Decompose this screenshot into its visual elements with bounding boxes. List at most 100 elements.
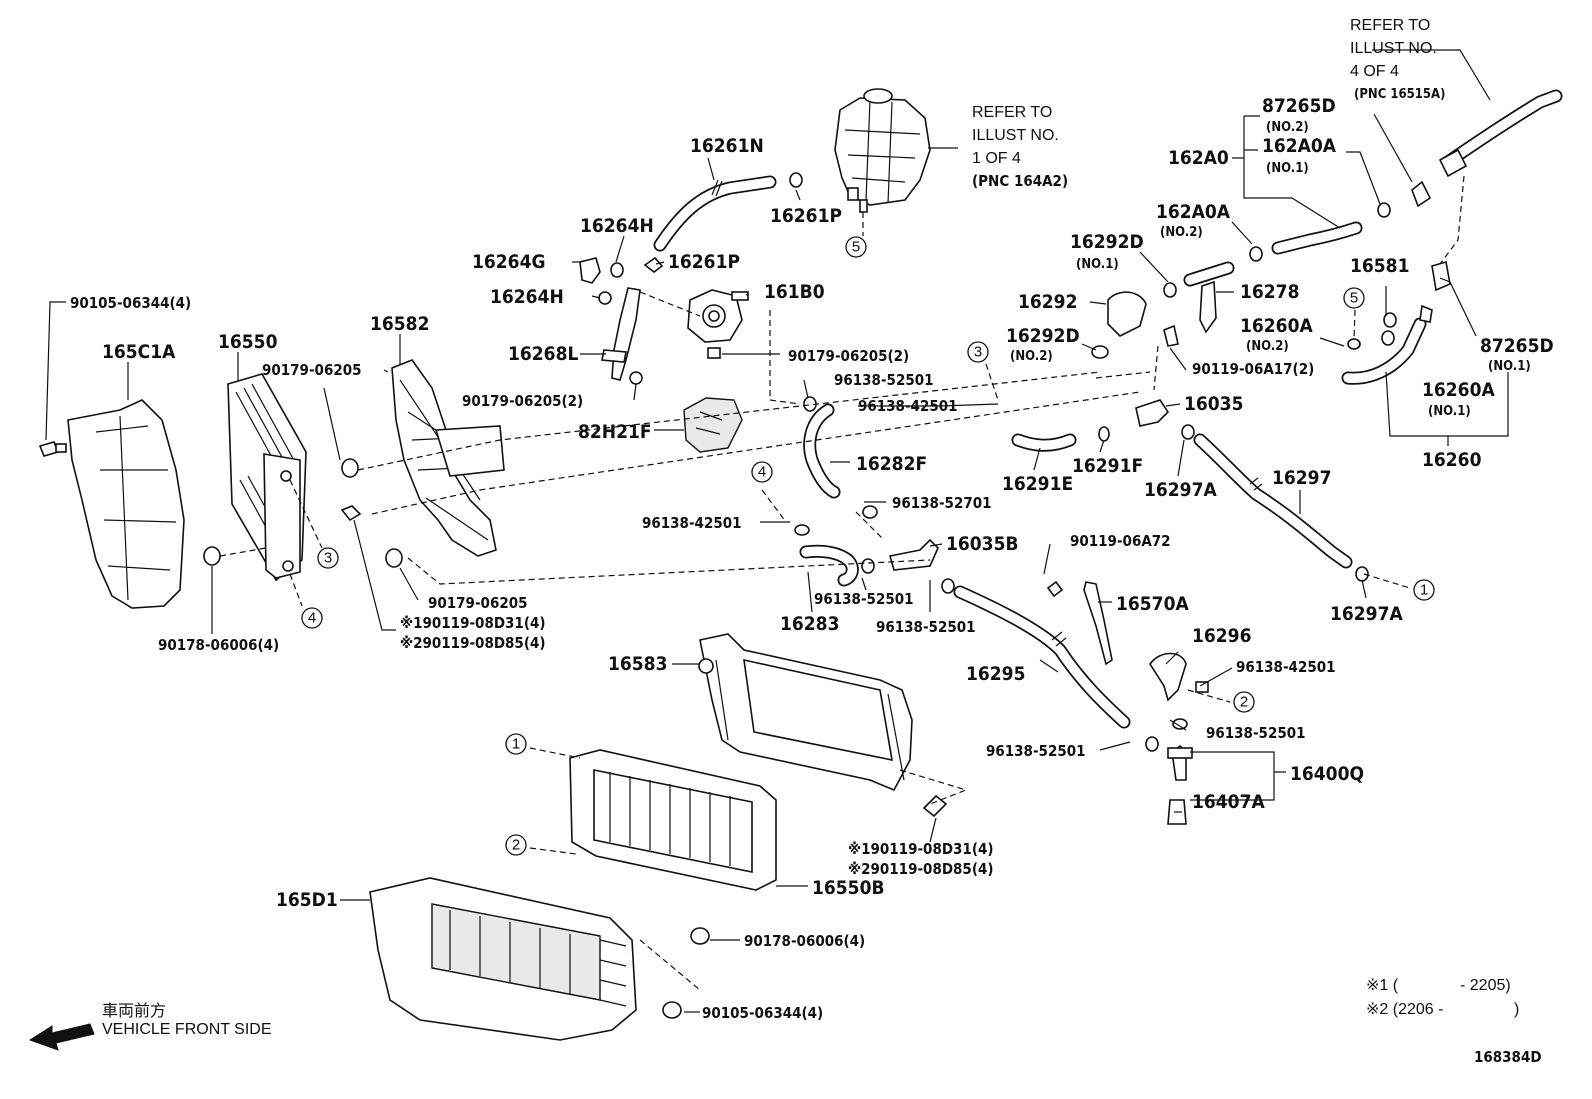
label-90105-06344-4: 90105-06344(4) [702,1004,823,1022]
fan-shroud-16582 [340,359,505,568]
joint-16296 [1149,652,1209,730]
label-16550: 16550 [218,331,278,353]
callout-circle-3-left: 3 [317,547,339,569]
label-190119-08D31: ※190119-08D31(4) [848,840,994,858]
cover-82H21F [683,397,743,453]
label-90105-06344-4: 90105-06344(4) [70,294,191,312]
hose-16283 [794,505,878,587]
label-96138-52501: 96138-52501 [876,618,976,636]
joint-16292 [1091,291,1179,359]
label-16261P: 16261P [668,251,740,273]
joint-16035 [1098,399,1195,442]
refer-line-2: ILLUST NO. [972,127,1059,144]
pipe-top-right [1431,89,1563,292]
joint-16035B [888,538,939,571]
label-16035: 16035 [1184,393,1243,415]
callout-1-text: 1 [512,736,520,753]
label-16264H: 16264H [580,215,654,237]
label-90119-06A17-2: 90119-06A17(2) [1192,360,1314,378]
hose-16278 [1163,261,1235,334]
label-no2: (NO.2) [1010,349,1053,364]
label-290119-08D85: ※290119-08D85(4) [400,634,546,652]
bracket-16570A [1046,580,1113,666]
label-96138-52501: 96138-52501 [986,742,1086,760]
label-161B0: 161B0 [764,281,825,303]
note-1-range: - 2205) [1460,977,1511,994]
note-1-mark: ※1 ( [1366,977,1399,994]
callout-circle-4-left: 4 [301,607,323,629]
radiator-support-16583 [698,633,948,818]
label-16297A: 16297A [1330,603,1403,625]
label-no1: (NO.1) [1488,359,1531,374]
label-96138-52701: 96138-52701 [892,494,992,512]
label-90179-06205: 90179-06205 [428,594,528,612]
label-16261N: 16261N [690,135,764,157]
label-16292D: 16292D [1070,231,1144,253]
callout-3-text: 3 [324,550,332,567]
diagram-id: 168384D [1474,1048,1542,1066]
label-no1: (NO.1) [1428,404,1471,419]
label-no2: (NO.2) [1160,225,1203,240]
shroud-165C1A [38,399,185,609]
label-16296: 16296 [1192,625,1251,647]
vehicle-front-arrow [28,1023,95,1051]
drain-cock-16400Q [1145,736,1193,825]
label-96138-42501: 96138-42501 [858,397,958,415]
callout-5-text: 5 [1350,290,1358,307]
label-16268L: 16268L [508,343,578,365]
label-16264G: 16264G [472,251,546,273]
callout-circle-3-right: 3 [967,341,989,363]
callout-circle-5-tank: 5 [845,236,867,258]
label-no1: (NO.1) [1076,257,1119,272]
vehicle-front-jp: 車両前方 [102,1002,166,1020]
label-96138-42501: 96138-42501 [1236,658,1336,676]
hose-16295 [941,578,1131,729]
hose-16291E [1011,433,1077,452]
label-16297A: 16297A [1144,479,1217,501]
note-2: ※2 (2206 - [1366,1001,1443,1018]
label-90178-06006-4: 90178-06006(4) [158,636,279,654]
label-290119-08D85: ※290119-08D85(4) [848,860,994,878]
label-16035B: 16035B [946,533,1019,555]
label-no2: (NO.2) [1246,339,1289,354]
label-no1: (NO.1) [1266,161,1309,176]
hose-16297 [1193,433,1369,582]
vehicle-front-note: 車両前方 VEHICLE FRONT SIDE [102,1002,272,1038]
refer-line-4: (PNC 164A2) [972,172,1068,190]
label-16261P: 16261P [770,205,842,227]
label-90179-06205-2: 90179-06205(2) [462,392,583,410]
callout-circle-2-radiator: 2 [505,834,527,856]
hose-162A0 [1249,180,1432,262]
label-87265D: 87265D [1262,95,1336,117]
label-96138-52501: 96138-52501 [1206,724,1306,742]
label-16278: 16278 [1240,281,1299,303]
label-16282F: 16282F [856,453,927,475]
refer-to-top: REFER TO ILLUST NO. 4 OF 4 (PNC 16515A) [1350,17,1445,102]
label-16292D: 16292D [1006,325,1080,347]
label-96138-52501: 96138-52501 [834,371,934,389]
label-16295: 16295 [966,663,1025,685]
callout-4-text: 4 [758,464,766,481]
label-16264H: 16264H [490,286,564,308]
label-90179-06205: 90179-06205 [262,361,362,379]
label-162A0A: 162A0A [1156,201,1231,223]
label-16260A: 16260A [1422,379,1495,401]
label-16400Q: 16400Q [1290,763,1364,785]
callout-2-text: 2 [512,837,520,854]
refer-line-3: 1 OF 4 [972,150,1021,167]
label-87265D: 87265D [1480,335,1554,357]
label-90179-06205-2: 90179-06205(2) [788,347,909,365]
label-165D1: 165D1 [276,889,338,911]
hose-16282F [803,396,841,499]
callout-4-text: 4 [308,610,316,627]
label-96138-42501: 96138-42501 [642,514,742,532]
label-16570A: 16570A [1116,593,1189,615]
refer-line-2: ILLUST NO. [1350,40,1437,57]
leader-lines [45,49,1509,1013]
bracket-16268L [601,287,643,385]
callout-circle-1-right: 1 [1413,579,1435,601]
label-90119-06A72: 90119-06A72 [1070,532,1171,550]
radiator-16550B [569,749,777,945]
callout-5-text: 5 [852,239,860,256]
label-162A0A: 162A0A [1262,135,1337,157]
